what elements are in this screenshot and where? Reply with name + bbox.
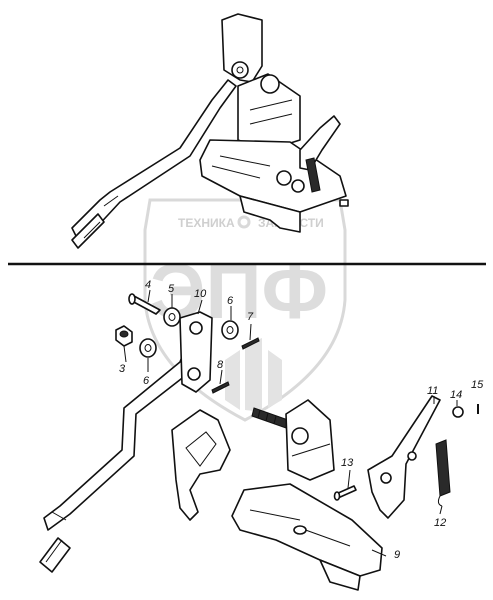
pivot-bolt-top — [231, 61, 249, 79]
callout-6-left: 6 — [143, 375, 150, 387]
watermark-text-left: ТЕХНИКА — [178, 216, 235, 230]
callout-12: 12 — [434, 517, 446, 529]
callout-15: 15 — [471, 379, 484, 391]
callout-11: 11 — [427, 385, 438, 397]
pedal-pad — [39, 537, 71, 573]
cotter-pin-8 — [211, 381, 230, 394]
watermark-gear-icon — [237, 215, 251, 229]
callout-5: 5 — [168, 283, 175, 295]
callout-14: 14 — [450, 389, 462, 401]
threaded-rod — [251, 407, 289, 429]
washer-6-left — [139, 338, 157, 358]
washer-6-right — [221, 320, 239, 340]
washer-5 — [163, 307, 181, 327]
base-foot-top — [239, 195, 301, 233]
base-foot — [319, 559, 361, 591]
callout-3: 3 — [119, 363, 126, 375]
watermark-buildings-icon — [225, 338, 282, 412]
watermark-shield — [143, 198, 347, 422]
cotter-pin-7 — [241, 337, 260, 350]
spring-top — [305, 157, 321, 193]
callout-7: 7 — [247, 311, 254, 323]
exploded-pedal-view — [39, 293, 479, 591]
hinge-pin-top — [260, 74, 280, 94]
hinge-block — [285, 399, 335, 481]
callout-8: 8 — [217, 359, 224, 371]
assembled-pedal-view — [71, 13, 349, 249]
washer-14 — [452, 406, 464, 418]
callout-4: 4 — [145, 279, 151, 291]
latch-pivot-top — [276, 170, 292, 186]
callout-10: 10 — [194, 288, 207, 300]
latch-lever-11 — [367, 395, 441, 519]
pedal-pad-top — [71, 213, 105, 249]
callout-9: 9 — [394, 549, 400, 561]
spring-12 — [435, 439, 451, 497]
callout-13: 13 — [341, 457, 354, 469]
upper-bracket-top — [221, 13, 263, 83]
leader-lines — [123, 289, 458, 557]
callouts: 3 4 5 6 6 7 8 9 10 11 12 13 14 15 — [119, 279, 484, 561]
bolt-head-top — [339, 199, 349, 207]
callout-6-right: 6 — [227, 295, 234, 307]
latch-lever-top — [299, 115, 341, 171]
